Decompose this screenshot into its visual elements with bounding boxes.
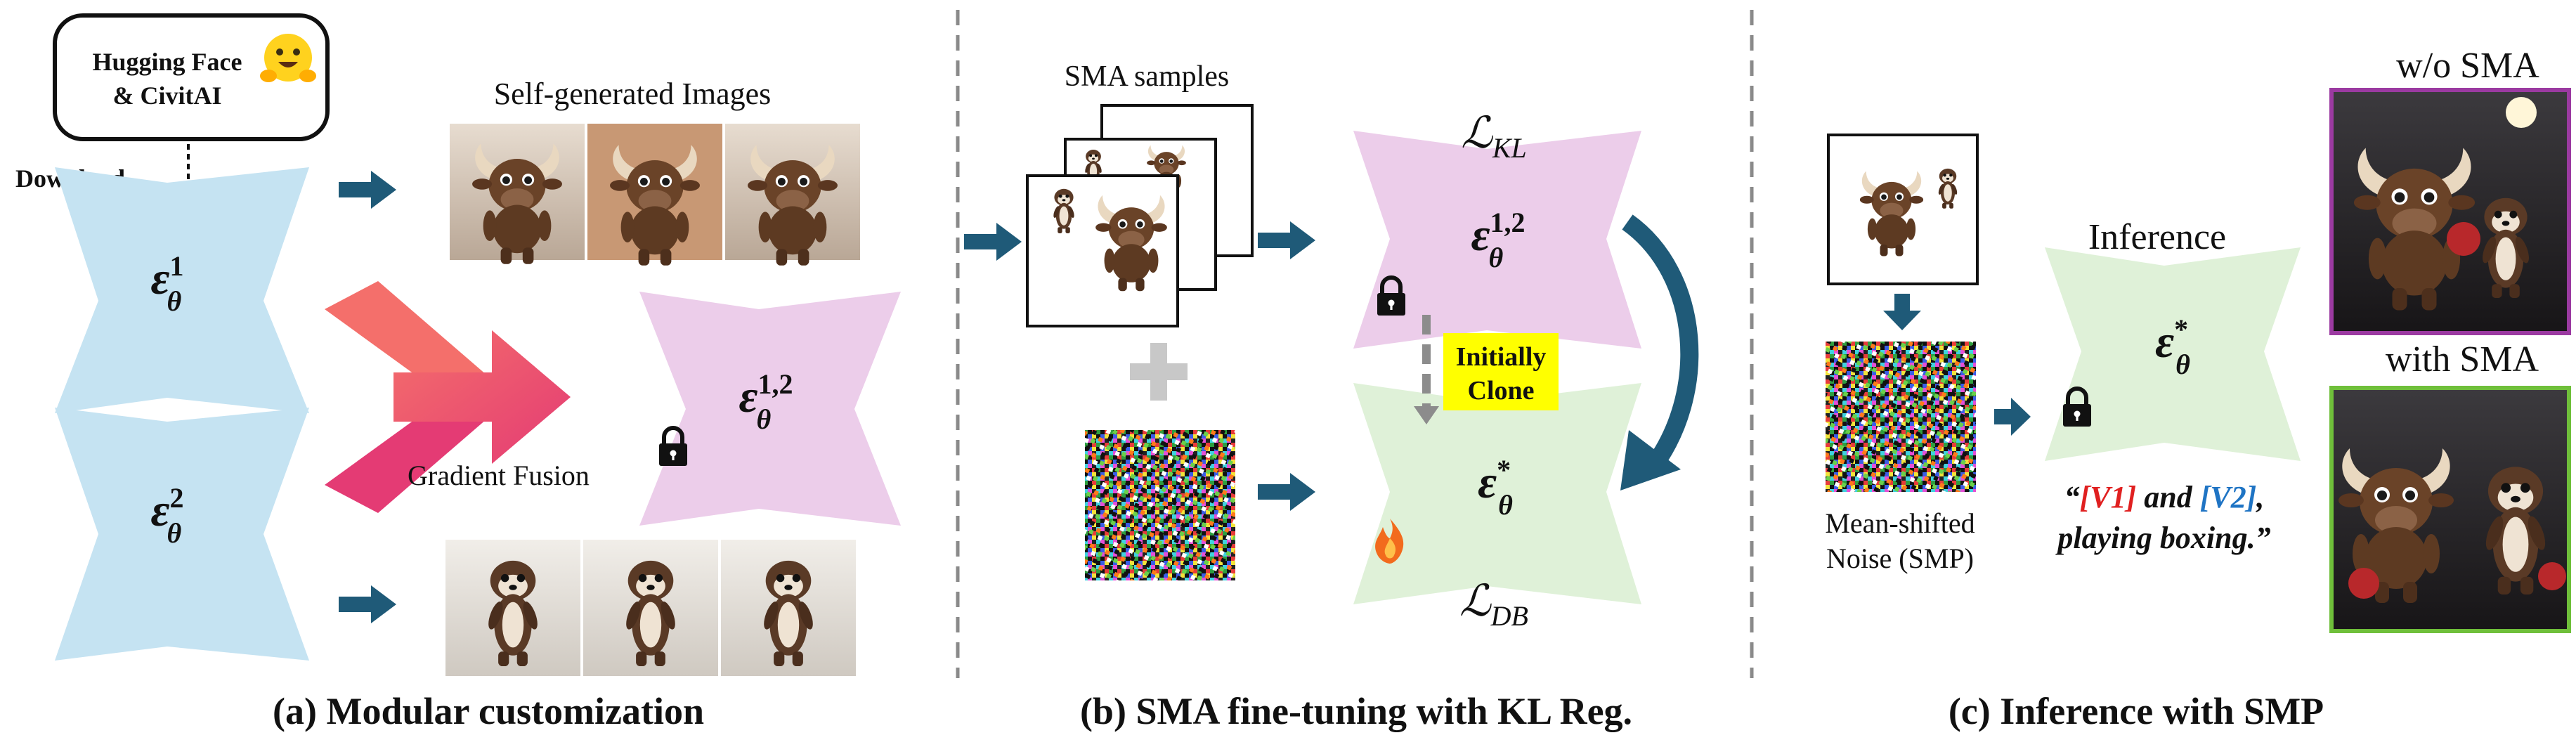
clone-highlight [1443,333,1559,410]
fire-icon [1375,519,1404,564]
inference-model-label: ε*θ [2155,313,2190,380]
clone-label-line-1: Initially [1456,342,1547,372]
mean-shifted-noise-image [1826,342,1976,492]
arrow-icon-noise-to-student [1258,473,1315,511]
caption-a: (a) Modular customization [273,690,704,732]
clone-label-line-2: Clone [1468,376,1535,405]
model-1-shape [55,167,309,413]
source-line-1: Hugging Face [93,48,242,76]
arrow-icon-into-panel-b [964,223,1022,261]
prompt-line-2: playing boxing.” [2055,521,2270,555]
arrow-icon-sample-to-noise [1883,294,1921,330]
panel-a: Hugging Face & CivitAI Download ε1θ ε2θ … [15,13,901,732]
clone-arrow-head [1414,406,1439,424]
hugging-face-icon [260,34,316,82]
lock-icon [659,428,687,466]
fused-model-shape [639,292,901,526]
loss-kl-label: ℒKL [1461,110,1527,164]
model-source-box [53,13,330,141]
arrow-icon-to-self-images-bottom [339,585,396,623]
result-without-sma [2329,88,2571,335]
arrow-icon-to-self-images-top [339,171,396,209]
kl-curved-arrow [1622,214,1699,476]
gradient-fusion-arrow [325,281,571,513]
self-generated-images-bottom [445,540,856,676]
gradient-fusion-label: Gradient Fusion [408,460,590,491]
loss-db-label: ℒDB [1459,578,1528,632]
random-noise-image [1085,430,1235,580]
source-line-2: & CivitAI [113,82,222,110]
without-sma-label: w/o SMA [2396,46,2539,86]
noise-label-line-1: Mean-shifted [1825,507,1975,539]
inference-model-shape [2045,247,2301,461]
kl-curved-arrow-head [1620,430,1681,491]
noise-label-line-2: Noise (SMP) [1826,543,1974,574]
caption-c: (c) Inference with SMP [1949,690,2324,732]
panel-c: Mean-shifted Noise (SMP) Inference ε*θ “… [1825,46,2571,732]
result-with-sma [2329,386,2571,633]
sma-samples-stack [1026,104,1254,327]
self-generated-label: Self-generated Images [494,77,772,111]
student-model-shape [1353,383,1641,604]
caption-b: (b) SMA fine-tuning with KL Reg. [1080,690,1632,732]
inference-label: Inference [2088,217,2226,257]
teacher-model-shape [1353,131,1641,349]
arrow-icon-noise-to-inference [1994,398,2031,436]
with-sma-label: with SMA [2386,339,2539,379]
student-model-label: ε*θ [1478,454,1513,521]
arrow-icon-samples-to-teacher [1258,221,1315,259]
prompt-line-1: “[V1] and [V2], [2064,480,2265,514]
self-generated-images-top [450,124,860,266]
plus-icon [1130,343,1188,401]
sma-samples-label: SMA samples [1065,60,1230,93]
model-2-shape [55,408,309,661]
